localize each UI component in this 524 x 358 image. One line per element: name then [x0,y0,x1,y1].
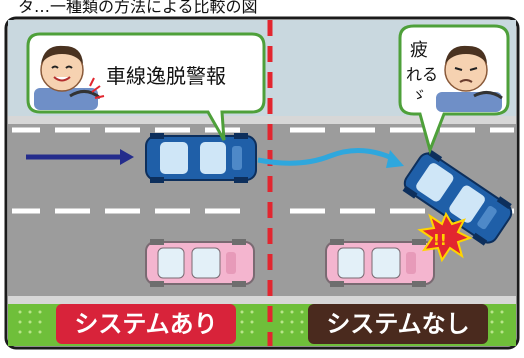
blue-car-right [402,149,513,246]
collision-burst-icon: !! [417,211,473,263]
label-bg-left [56,304,236,344]
tired-text-2: れる [406,65,438,84]
label-system-on: システムあり [74,310,217,338]
travel-arrow-left [26,149,134,165]
pink-car-left [145,239,255,287]
speech-bubble-left [26,32,266,141]
tired-text-1: 疲 [410,40,428,61]
road-edge-bottom [8,296,516,304]
tired-text-3: ゞ [412,88,426,104]
pink-car-right [325,239,435,287]
label-bg-right [308,304,488,344]
alarm-sound-icon [89,77,105,99]
drift-arrow-right [257,147,404,168]
grass-dots [18,310,504,334]
blue-car-left [145,133,257,183]
alert-mark: !! [433,231,447,249]
tired-driver-icon [436,45,503,112]
header-caption: タ…一種類の方法による比較の図 [18,0,258,16]
label-system-off: システムなし [326,310,469,338]
warning-bubble-text: 車線逸脱警報 [106,64,226,88]
happy-driver-icon [34,45,101,110]
road-edge-top [8,116,516,124]
